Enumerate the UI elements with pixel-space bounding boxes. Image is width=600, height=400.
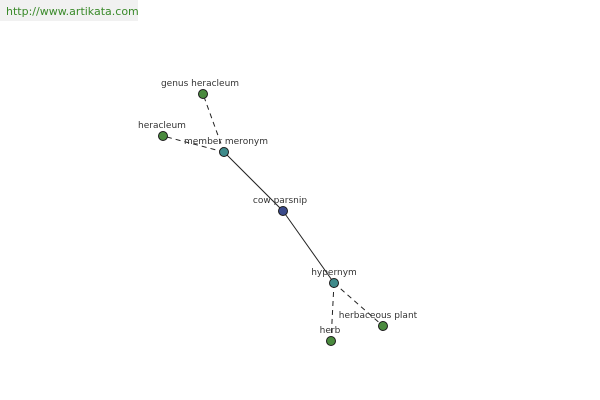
node-center[interactable]: [278, 206, 288, 216]
source-link[interactable]: http://www.artikata.com: [6, 5, 139, 18]
source-link-bar: http://www.artikata.com: [0, 0, 139, 21]
edge-hypernym-to-herbaceous-plant: [333, 282, 384, 327]
node-heracleum[interactable]: [158, 131, 168, 141]
node-genus-heracleum[interactable]: [198, 89, 208, 99]
labels-layer: cow parsnip member meronym hypernym genus h…: [138, 79, 418, 336]
node-label-hypernym[interactable]: hypernym: [311, 268, 357, 278]
node-member-meronym[interactable]: [219, 147, 229, 157]
edges-layer: [162, 93, 384, 342]
node-herb[interactable]: [326, 336, 336, 346]
node-herbaceous-plant[interactable]: [378, 321, 388, 331]
node-label-member-meronym[interactable]: member meronym: [184, 137, 268, 147]
node-hypernym[interactable]: [329, 278, 339, 288]
edge-member-meronym-to-genus-heracleum: [202, 93, 225, 153]
node-label-genus-heracleum[interactable]: genus heracleum: [161, 79, 239, 89]
node-label-heracleum[interactable]: heracleum: [138, 121, 186, 131]
edge-center-to-hypernym: [282, 210, 335, 284]
edge-hypernym-to-herb: [330, 282, 335, 342]
nodes-layer: [158, 89, 388, 346]
node-label-herb[interactable]: herb: [320, 326, 341, 336]
node-label-herbaceous-plant[interactable]: herbaceous plant: [339, 311, 418, 321]
edge-member-meronym-to-heracleum: [162, 135, 225, 153]
edge-center-to-member-meronym: [223, 151, 284, 212]
node-label-center[interactable]: cow parsnip: [253, 196, 307, 206]
